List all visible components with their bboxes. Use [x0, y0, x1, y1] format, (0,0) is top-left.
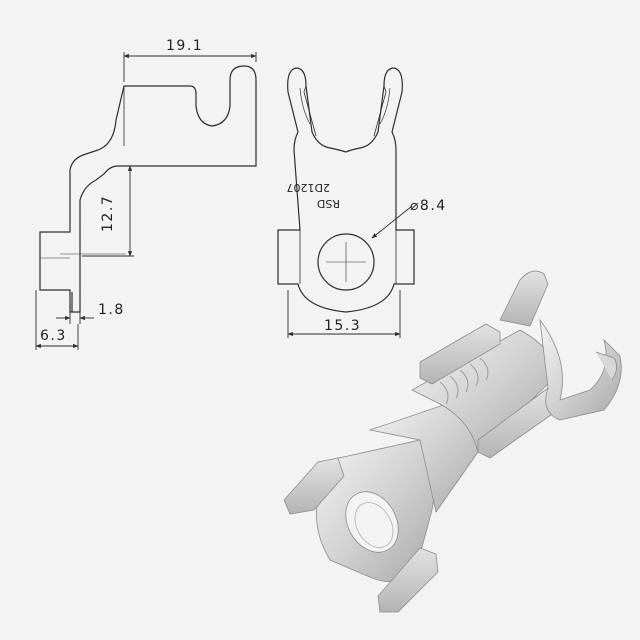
render-left-tab	[283, 457, 345, 515]
front-view	[277, 67, 415, 313]
dim-thickness-1-8: 1.8	[98, 302, 125, 318]
marking-rsd: RSD	[317, 197, 340, 210]
render-back-prong	[499, 270, 549, 327]
dim-height-12-7: 12.7	[100, 195, 116, 232]
render-wing	[539, 318, 622, 421]
front-view-outline	[277, 67, 415, 313]
render-ribs	[439, 357, 489, 405]
terminal-3d-render	[283, 270, 622, 613]
marking-code: 2D1207	[287, 181, 330, 194]
side-dimensions	[35, 52, 257, 350]
dim-hole-8-4: ⌀8.4	[410, 198, 447, 214]
mounting-hole	[317, 233, 375, 291]
side-view	[39, 65, 257, 313]
dim-base-6-3: 6.3	[40, 328, 67, 344]
render-right-tab	[377, 547, 439, 613]
render-upper-clip	[419, 323, 501, 385]
dim-width-15-3: 15.3	[324, 318, 361, 334]
dim-width-19-1: 19.1	[166, 38, 203, 54]
front-dimensions	[287, 205, 413, 338]
side-view-outline	[39, 65, 257, 313]
